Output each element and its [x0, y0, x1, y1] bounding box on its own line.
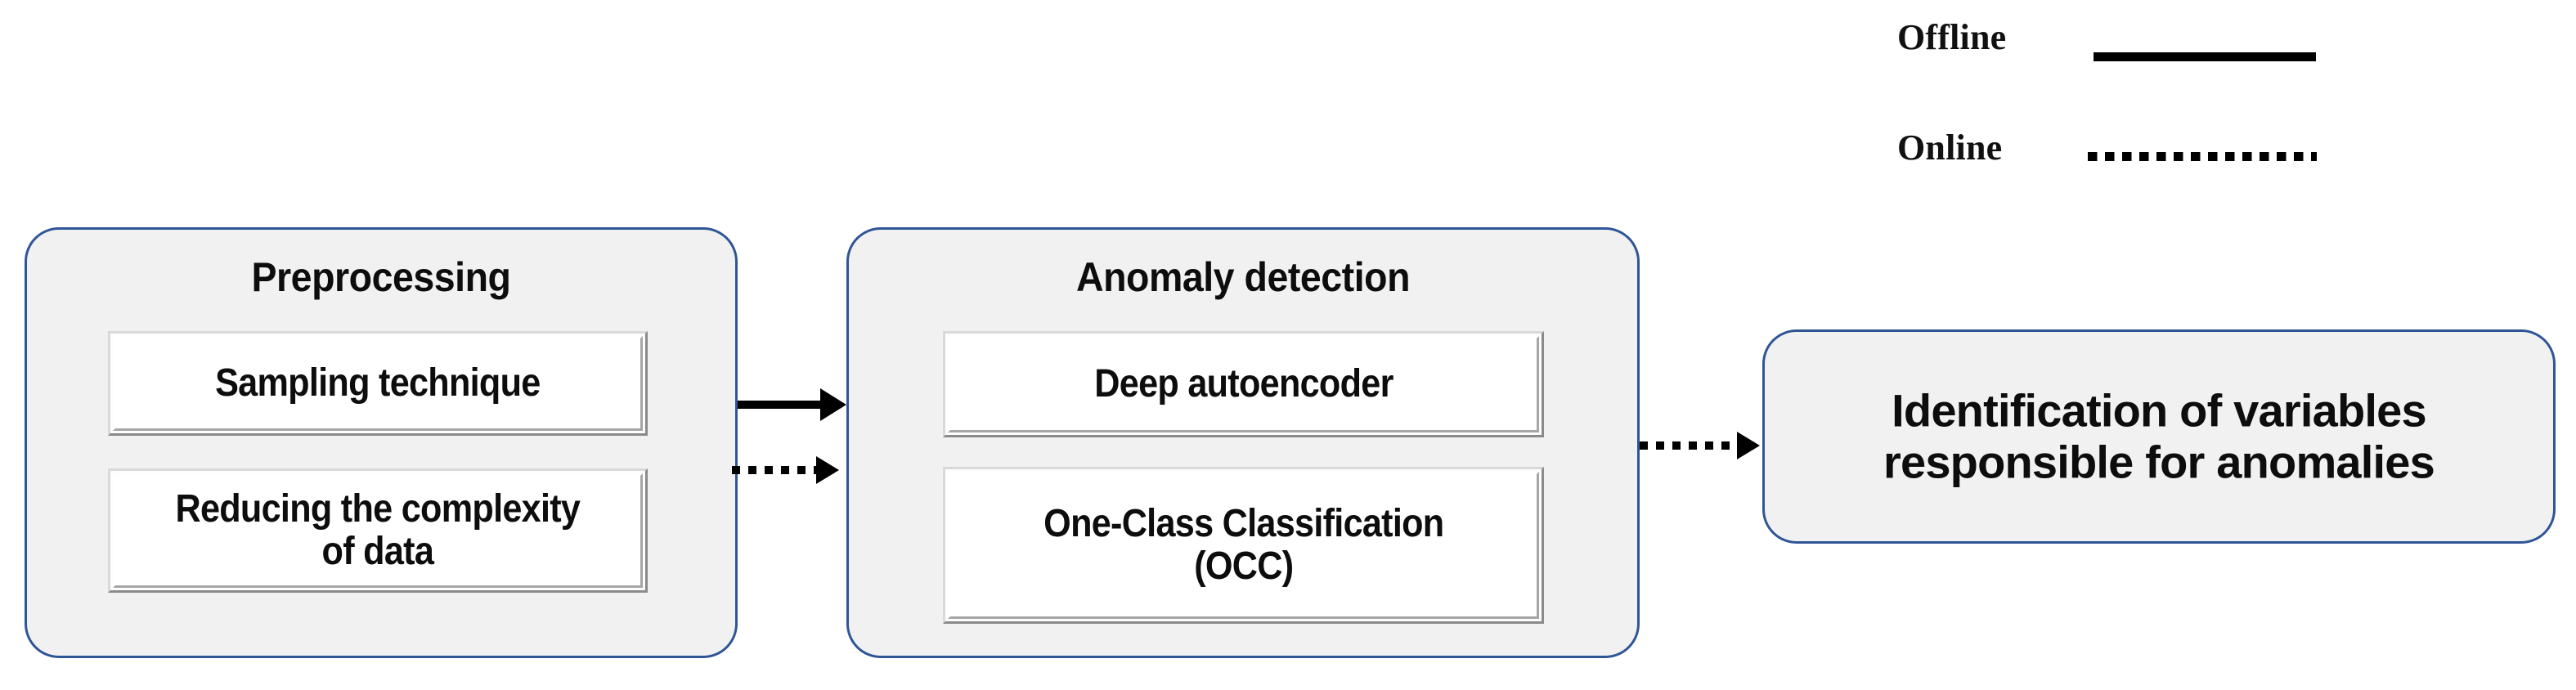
inner-face: One-Class Classification (OCC)	[948, 472, 1539, 619]
legend-label-online: Online	[1897, 128, 2003, 168]
legend-item-online: Online	[1897, 127, 2002, 168]
arrow-head-icon	[816, 456, 839, 484]
stage-anomaly-detection-item-one-class-classification[interactable]: One-Class Classification (OCC)	[943, 467, 1544, 624]
stage-preprocessing-item-label: Sampling technique	[215, 361, 541, 405]
stage-anomaly-detection-item-label: Deep autoencoder	[1093, 362, 1393, 406]
legend-item-offline: Offline	[1897, 16, 2006, 58]
stage-anomaly-detection-item-deep-autoencoder[interactable]: Deep autoencoder	[943, 331, 1544, 437]
arrow-line	[732, 466, 817, 474]
arrow-head-icon	[1737, 432, 1760, 459]
inner-face: Reducing the complexity of data	[113, 473, 643, 588]
stage-identification[interactable]: Identification of variables responsible …	[1762, 329, 2556, 544]
stage-preprocessing-item-reducing-complexity[interactable]: Reducing the complexity of data	[108, 468, 648, 593]
arrow-line	[1640, 441, 1738, 450]
stage-anomaly-detection-title: Anomaly detection	[1075, 254, 1411, 300]
stage-identification-body: Identification of variables responsible …	[1883, 384, 2435, 487]
stage-anomaly-detection[interactable]: Anomaly detection Deep autoencoder One-C…	[846, 227, 1640, 658]
inner-face: Sampling technique	[113, 336, 643, 431]
stage-anomaly-detection-item-label: One-Class Classification (OCC)	[1043, 502, 1444, 588]
legend-sample-offline-solid-line	[2094, 52, 2316, 61]
arrow-line	[738, 401, 821, 409]
legend-sample-online-dotted-line	[2088, 152, 2317, 161]
connector-anomaly-to-identification-dotted	[1640, 432, 1760, 459]
stage-preprocessing[interactable]: Preprocessing Sampling technique Reducin…	[25, 227, 738, 658]
legend-label-offline: Offline	[1897, 17, 2007, 57]
stage-preprocessing-item-label: Reducing the complexity of data	[175, 487, 581, 573]
connector-preprocessing-to-anomaly-solid	[738, 388, 846, 421]
stage-preprocessing-item-sampling-technique[interactable]: Sampling technique	[108, 331, 648, 436]
inner-face: Deep autoencoder	[948, 336, 1539, 432]
connector-preprocessing-to-anomaly-dotted	[732, 456, 839, 484]
stage-preprocessing-title: Preprocessing	[251, 254, 511, 300]
arrow-head-icon	[820, 388, 846, 421]
